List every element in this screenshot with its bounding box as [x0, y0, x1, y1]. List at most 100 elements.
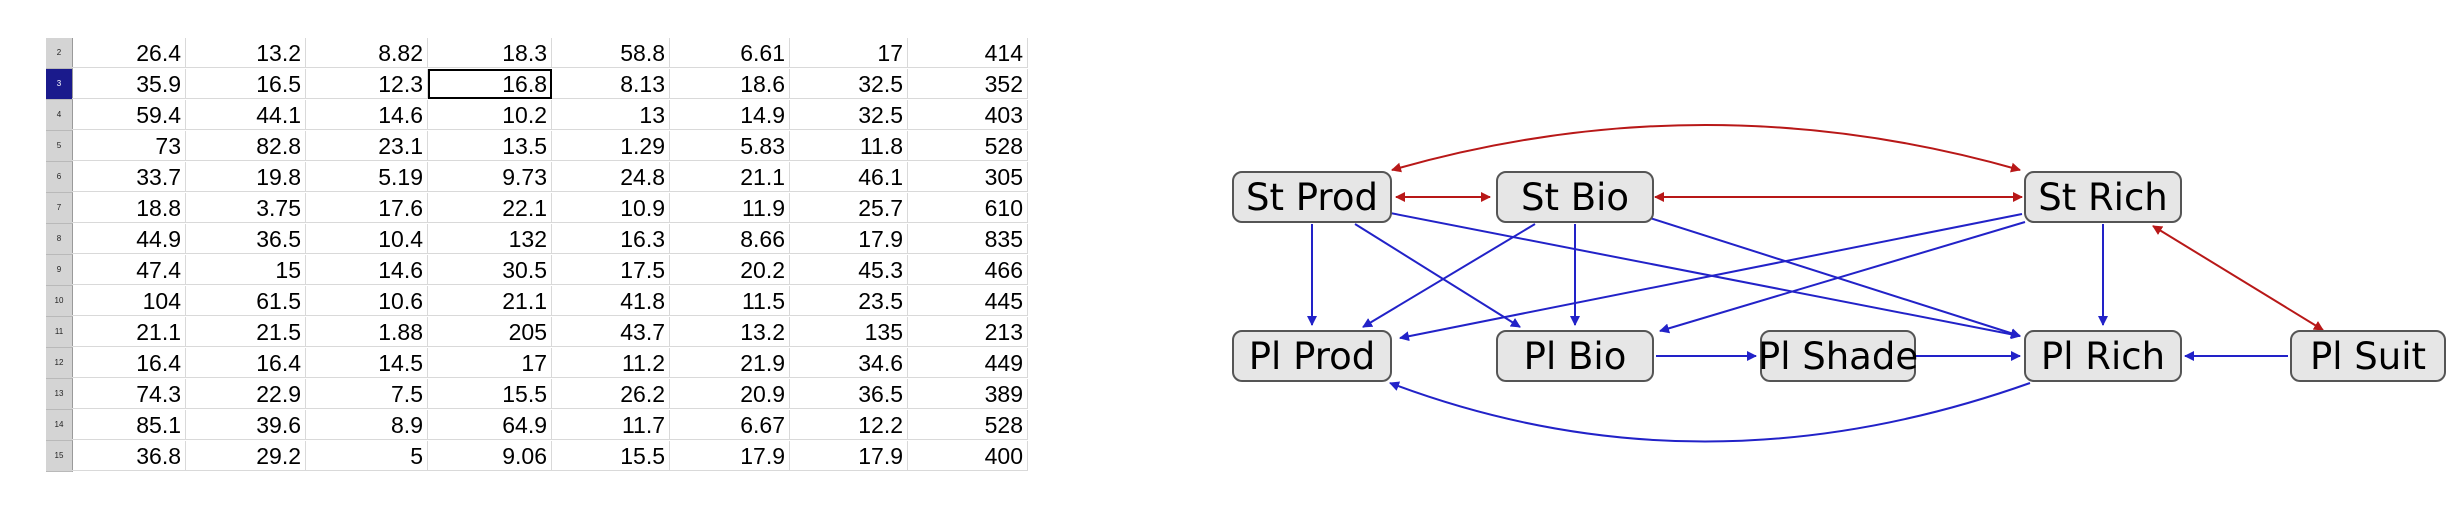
table-cell[interactable]: 17 — [790, 38, 908, 68]
table-cell[interactable]: 835 — [908, 224, 1028, 254]
table-cell[interactable]: 11.7 — [552, 410, 670, 440]
table-cell[interactable]: 14.9 — [670, 100, 790, 130]
table-cell[interactable]: 18.6 — [670, 69, 790, 99]
table-cell[interactable]: 13.2 — [670, 317, 790, 347]
active-cell[interactable]: 16.8 — [428, 69, 552, 99]
table-cell[interactable]: 21.1 — [670, 162, 790, 192]
table-cell[interactable]: 85.1 — [72, 410, 186, 440]
table-cell[interactable]: 10.4 — [306, 224, 428, 254]
table-cell[interactable]: 17.6 — [306, 193, 428, 223]
table-cell[interactable]: 16.5 — [186, 69, 306, 99]
table-cell[interactable]: 132 — [428, 224, 552, 254]
table-cell[interactable]: 15.5 — [552, 441, 670, 471]
row-header[interactable]: 10 — [46, 286, 73, 317]
table-cell[interactable]: 389 — [908, 379, 1028, 409]
table-cell[interactable]: 466 — [908, 255, 1028, 285]
table-cell[interactable]: 10.9 — [552, 193, 670, 223]
table-cell[interactable]: 135 — [790, 317, 908, 347]
table-cell[interactable]: 74.3 — [72, 379, 186, 409]
row-header[interactable]: 12 — [46, 348, 73, 379]
table-cell[interactable]: 528 — [908, 131, 1028, 161]
table-cell[interactable]: 26.2 — [552, 379, 670, 409]
table-cell[interactable]: 36.5 — [186, 224, 306, 254]
table-cell[interactable]: 5 — [306, 441, 428, 471]
row-header[interactable]: 9 — [46, 255, 73, 286]
table-cell[interactable]: 6.61 — [670, 38, 790, 68]
row-header[interactable]: 4 — [46, 100, 73, 131]
table-cell[interactable]: 14.6 — [306, 255, 428, 285]
table-cell[interactable]: 14.5 — [306, 348, 428, 378]
table-cell[interactable]: 11.5 — [670, 286, 790, 316]
table-cell[interactable]: 305 — [908, 162, 1028, 192]
table-cell[interactable]: 9.73 — [428, 162, 552, 192]
table-cell[interactable]: 61.5 — [186, 286, 306, 316]
table-cell[interactable]: 8.13 — [552, 69, 670, 99]
table-cell[interactable]: 8.82 — [306, 38, 428, 68]
table-cell[interactable]: 41.8 — [552, 286, 670, 316]
table-cell[interactable]: 26.4 — [72, 38, 186, 68]
table-cell[interactable]: 47.4 — [72, 255, 186, 285]
table-cell[interactable]: 46.1 — [790, 162, 908, 192]
row-header[interactable]: 13 — [46, 379, 73, 410]
row-header[interactable]: 8 — [46, 224, 73, 255]
table-cell[interactable]: 21.1 — [72, 317, 186, 347]
row-header[interactable]: 14 — [46, 410, 73, 441]
table-cell[interactable]: 13 — [552, 100, 670, 130]
table-cell[interactable]: 8.9 — [306, 410, 428, 440]
table-cell[interactable]: 352 — [908, 69, 1028, 99]
table-cell[interactable]: 21.1 — [428, 286, 552, 316]
table-cell[interactable]: 17.9 — [670, 441, 790, 471]
table-cell[interactable]: 11.2 — [552, 348, 670, 378]
table-cell[interactable]: 44.1 — [186, 100, 306, 130]
row-header[interactable]: 5 — [46, 131, 73, 162]
table-cell[interactable]: 7.5 — [306, 379, 428, 409]
table-cell[interactable]: 449 — [908, 348, 1028, 378]
row-header[interactable]: 6 — [46, 162, 73, 193]
table-cell[interactable]: 1.29 — [552, 131, 670, 161]
table-cell[interactable]: 20.2 — [670, 255, 790, 285]
table-cell[interactable]: 104 — [72, 286, 186, 316]
table-cell[interactable]: 73 — [72, 131, 186, 161]
table-cell[interactable]: 23.5 — [790, 286, 908, 316]
table-cell[interactable]: 3.75 — [186, 193, 306, 223]
table-cell[interactable]: 15 — [186, 255, 306, 285]
table-cell[interactable]: 29.2 — [186, 441, 306, 471]
table-cell[interactable]: 18.8 — [72, 193, 186, 223]
table-cell[interactable]: 16.3 — [552, 224, 670, 254]
table-cell[interactable]: 11.8 — [790, 131, 908, 161]
table-cell[interactable]: 12.2 — [790, 410, 908, 440]
table-cell[interactable]: 39.6 — [186, 410, 306, 440]
table-cell[interactable]: 400 — [908, 441, 1028, 471]
table-cell[interactable]: 82.8 — [186, 131, 306, 161]
table-cell[interactable]: 43.7 — [552, 317, 670, 347]
table-cell[interactable]: 17.9 — [790, 441, 908, 471]
row-header[interactable]: 11 — [46, 317, 73, 348]
table-cell[interactable]: 403 — [908, 100, 1028, 130]
table-cell[interactable]: 32.5 — [790, 69, 908, 99]
table-cell[interactable]: 10.2 — [428, 100, 552, 130]
table-cell[interactable]: 414 — [908, 38, 1028, 68]
table-cell[interactable]: 205 — [428, 317, 552, 347]
table-cell[interactable]: 445 — [908, 286, 1028, 316]
row-header[interactable]: 15 — [46, 441, 73, 472]
table-cell[interactable]: 13.2 — [186, 38, 306, 68]
table-cell[interactable]: 5.19 — [306, 162, 428, 192]
table-cell[interactable]: 528 — [908, 410, 1028, 440]
row-header[interactable]: 7 — [46, 193, 73, 224]
table-cell[interactable]: 22.1 — [428, 193, 552, 223]
table-cell[interactable]: 23.1 — [306, 131, 428, 161]
table-cell[interactable]: 20.9 — [670, 379, 790, 409]
table-cell[interactable]: 59.4 — [72, 100, 186, 130]
table-cell[interactable]: 34.6 — [790, 348, 908, 378]
table-cell[interactable]: 12.3 — [306, 69, 428, 99]
table-cell[interactable]: 35.9 — [72, 69, 186, 99]
table-cell[interactable]: 6.67 — [670, 410, 790, 440]
table-cell[interactable]: 17.5 — [552, 255, 670, 285]
table-cell[interactable]: 45.3 — [790, 255, 908, 285]
table-cell[interactable]: 15.5 — [428, 379, 552, 409]
table-cell[interactable]: 21.5 — [186, 317, 306, 347]
table-cell[interactable]: 10.6 — [306, 286, 428, 316]
table-cell[interactable]: 17.9 — [790, 224, 908, 254]
table-cell[interactable]: 25.7 — [790, 193, 908, 223]
table-cell[interactable]: 5.83 — [670, 131, 790, 161]
